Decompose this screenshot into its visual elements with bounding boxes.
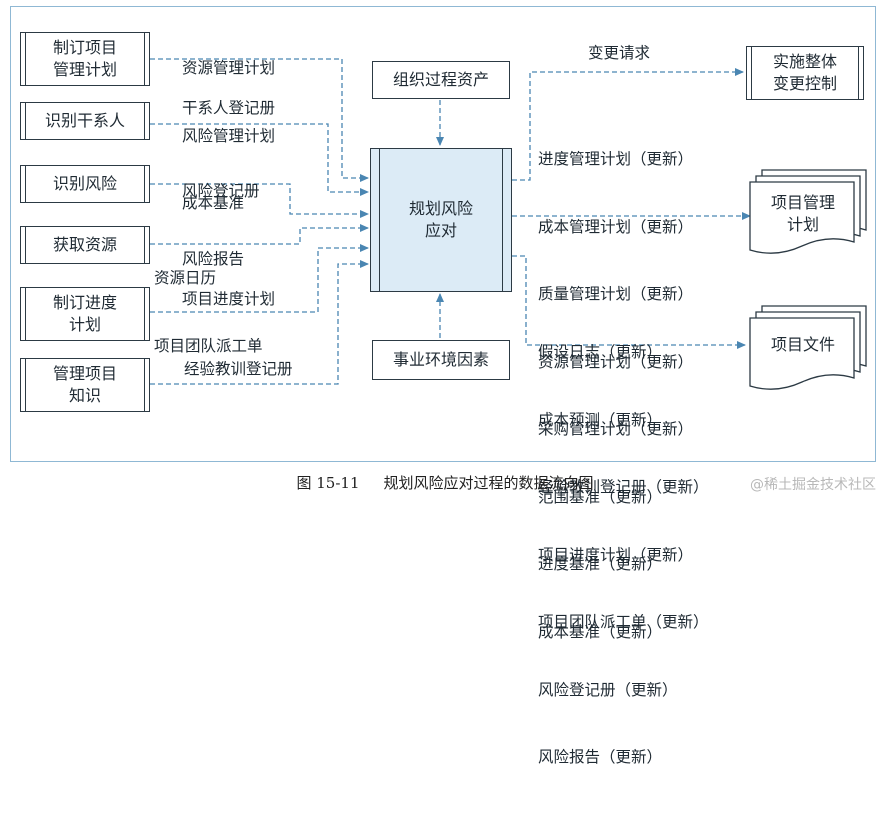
pm-plan-item: 资源管理计划 — [182, 59, 276, 77]
flow-arrow-lessons — [150, 260, 369, 385]
change-control-label: 实施整体 变更控制 — [772, 52, 837, 93]
doc-update-item: 成本预测（更新） — [538, 410, 663, 429]
plan-risk-responses-process: 规划风险 应对 — [370, 148, 512, 292]
env-factors-label: 事业环境因素 — [392, 350, 489, 369]
identify-risks-box: 识别风险 — [20, 165, 150, 203]
flow-arrow-change-request — [512, 68, 744, 181]
pm-plan-item: 成本基准 — [182, 194, 245, 212]
flow-arrow-project-docs — [512, 255, 746, 349]
figure-caption: 图 15-11 规划风险应对过程的数据流向图 — [0, 472, 890, 493]
risk-items-label: 风险登记册 风险报告 — [182, 135, 260, 315]
change-control-box: 实施整体 变更控制 — [746, 46, 864, 100]
pm-plan-update-item: 成本管理计划（更新） — [538, 217, 694, 236]
manage-knowledge-box: 管理项目 知识 — [20, 358, 150, 412]
doc-update-item: 假设日志（更新） — [538, 343, 663, 361]
develop-schedule-label: 制订进度 计划 — [52, 293, 117, 334]
project-docs-label: 项目文件 — [770, 335, 835, 354]
doc-update-item: 项目团队派工单（更新） — [538, 613, 709, 631]
doc-update-item: 经验教训登记册（更新） — [538, 478, 709, 496]
risk-item: 风险报告 — [182, 249, 245, 268]
flow-arrow-resources — [150, 224, 369, 245]
org-process-assets-box: 组织过程资产 — [372, 61, 510, 99]
resource-item: 资源日历 — [154, 269, 217, 287]
schedule-item-label: 项目进度计划 — [182, 290, 276, 308]
pm-plan-document-icon — [749, 169, 867, 254]
manage-knowledge-label: 管理项目 知识 — [52, 364, 117, 405]
flow-arrow-risks — [150, 183, 369, 218]
doc-update-item: 项目进度计划（更新） — [538, 545, 694, 564]
lessons-item-label: 经验教训登记册 — [184, 360, 293, 378]
pm-plan-label: 项目管理 计划 — [770, 193, 835, 234]
data-flow-diagram: 制订项目 管理计划 识别干系人 识别风险 获取资源 制订进度 计划 管理项目 知… — [0, 6, 890, 766]
pm-plan-update-item: 采购管理计划（更新） — [538, 420, 694, 438]
env-factors-box: 事业环境因素 — [372, 340, 510, 380]
pm-plan-update-item: 资源管理计划（更新） — [538, 352, 694, 371]
identify-stakeholders-label: 识别干系人 — [44, 111, 125, 130]
develop-pm-plan-box: 制订项目 管理计划 — [20, 32, 150, 86]
risk-item: 风险登记册 — [182, 182, 260, 200]
doc-update-item: 风险登记册（更新） — [538, 680, 678, 699]
change-request-label: 变更请求 — [588, 44, 651, 62]
doc-update-item: 风险报告（更新） — [538, 748, 663, 766]
acquire-resources-box: 获取资源 — [20, 226, 150, 264]
flow-arrows — [150, 58, 751, 385]
figure-title: 规划风险应对过程的数据流向图 — [383, 474, 594, 492]
identify-risks-label: 识别风险 — [52, 174, 117, 193]
flow-arrow-pm-plan — [150, 58, 369, 182]
flow-arrow-schedule — [150, 244, 369, 313]
flow-arrow-stakeholders — [150, 123, 369, 196]
stakeholder-register-label: 干系人登记册 — [182, 99, 276, 117]
pm-plan-update-item: 范围基准（更新） — [538, 487, 663, 506]
resource-items-label: 资源日历 项目团队派工单 — [154, 222, 263, 402]
figure-number: 图 15-11 — [296, 474, 360, 492]
pm-plan-update-item: 质量管理计划（更新） — [538, 285, 694, 303]
watermark: @稀土掘金技术社区 — [750, 477, 876, 493]
develop-pm-plan-label: 制订项目 管理计划 — [52, 38, 117, 79]
doc-updates-list: 假设日志（更新） 成本预测（更新） 经验教训登记册（更新） 项目进度计划（更新）… — [538, 296, 709, 814]
resource-item: 项目团队派工单 — [154, 336, 263, 355]
diagram-frame — [10, 6, 876, 462]
pm-plan-items-label: 资源管理计划 风险管理计划 成本基准 — [182, 12, 275, 260]
org-process-assets-label: 组织过程资产 — [392, 70, 489, 89]
identify-stakeholders-box: 识别干系人 — [20, 102, 150, 140]
pm-plan-update-item: 进度管理计划（更新） — [538, 150, 694, 168]
pm-plan-item: 风险管理计划 — [182, 126, 276, 145]
plan-risk-responses-label: 规划风险 应对 — [408, 199, 473, 240]
develop-schedule-box: 制订进度 计划 — [20, 287, 150, 341]
acquire-resources-label: 获取资源 — [52, 235, 117, 254]
project-docs-document-icon — [749, 305, 867, 390]
